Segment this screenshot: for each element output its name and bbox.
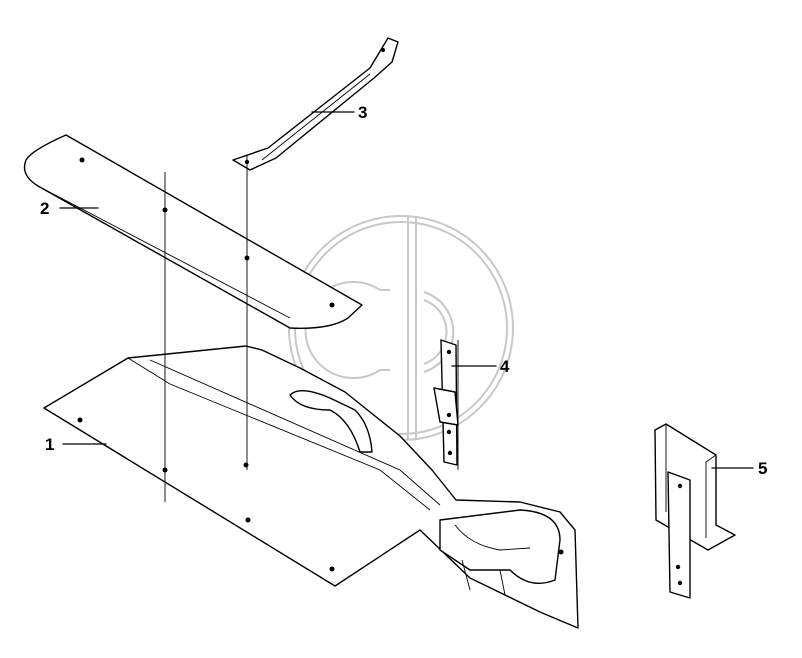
callout-4-label: 4 xyxy=(500,357,510,376)
callout-2-label: 2 xyxy=(40,199,49,218)
part-1-base-panel xyxy=(43,345,579,629)
callout-1-label: 1 xyxy=(45,435,54,454)
callout-3-label: 3 xyxy=(358,103,367,122)
part-5-channel-bracket xyxy=(654,423,736,599)
part-2-upper-strip xyxy=(23,134,363,329)
callout-leaders xyxy=(59,111,754,469)
alignment-lines xyxy=(164,155,459,502)
part-4-small-bracket xyxy=(433,339,459,466)
part-3-brace xyxy=(232,37,399,171)
callout-5-label: 5 xyxy=(758,459,767,478)
